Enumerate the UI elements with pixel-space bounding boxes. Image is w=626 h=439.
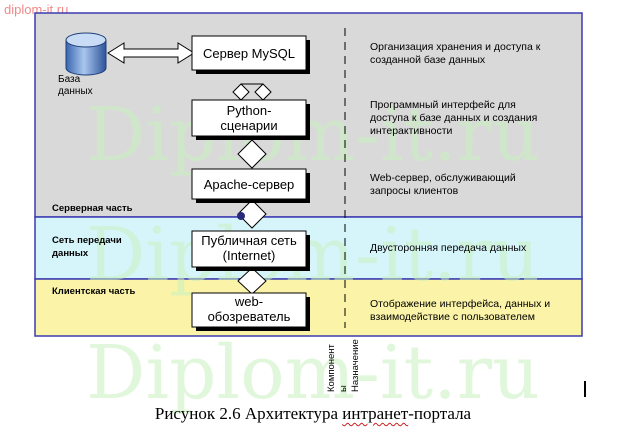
svg-text:взаимодействие с пользователем: взаимодействие с пользователем bbox=[370, 311, 535, 323]
vertical-label-components-suffix: ы bbox=[338, 385, 349, 392]
svg-text:доступа к базе данных и создан: доступа к базе данных и создания bbox=[370, 112, 537, 124]
description-network: Двусторонняя передача данных bbox=[370, 242, 527, 254]
connector-apache-internet bbox=[237, 199, 267, 229]
svg-text:созданной базе данных: созданной базе данных bbox=[370, 54, 486, 66]
caption-spellcheck-word: интранет bbox=[342, 404, 409, 423]
component-python-scripts: Python- сценарии bbox=[191, 99, 310, 140]
svg-text:Отображение интерфейса, данных: Отображение интерфейса, данных и bbox=[370, 298, 550, 310]
zone-label-client: Клиентская часть bbox=[52, 286, 135, 297]
component-label-line1: Публичная сеть bbox=[201, 233, 297, 248]
component-web-browser: web- обозреватель bbox=[191, 292, 310, 331]
database-label-line1: База bbox=[58, 74, 81, 85]
database-label-line2: данных bbox=[58, 86, 93, 97]
svg-text:запросы клиентов: запросы клиентов bbox=[370, 185, 459, 197]
watermark-big-2: Diplom-it.ru bbox=[86, 212, 540, 298]
description-python: Программный интерфейс для доступа к базе… bbox=[370, 99, 537, 137]
svg-text:Web-сервер, обслуживающий: Web-сервер, обслуживающий bbox=[370, 172, 516, 184]
caption-prefix: Рисунок 2.6 Архитектура bbox=[154, 404, 343, 423]
caption-suffix: -портала bbox=[408, 404, 472, 423]
figure-caption: Рисунок 2.6 Архитектура интранет-портала bbox=[0, 404, 626, 424]
svg-text:Программный интерфейс для: Программный интерфейс для bbox=[370, 99, 516, 111]
watermark-big-3: Diplom-it.ru bbox=[86, 330, 540, 416]
component-label-line1: Python- bbox=[227, 103, 272, 118]
connector-dot bbox=[237, 212, 245, 220]
component-label: Сервер MySQL bbox=[203, 46, 295, 61]
description-apache: Web-сервер, обслуживающий запросы клиент… bbox=[370, 172, 516, 197]
description-browser: Отображение интерфейса, данных и взаимод… bbox=[370, 298, 550, 323]
database-icon bbox=[65, 32, 107, 76]
component-label-line2: обозреватель bbox=[208, 309, 291, 324]
watermark-big-1: Diplom-it.ru bbox=[86, 92, 540, 178]
component-label-line2: (Internet) bbox=[223, 248, 276, 263]
component-label-line1: web- bbox=[234, 294, 263, 309]
component-mysql-server: Сервер MySQL bbox=[191, 35, 310, 74]
svg-text:интерактивности: интерактивности bbox=[370, 125, 453, 137]
svg-text:Двусторонняя передача данных: Двусторонняя передача данных bbox=[370, 242, 527, 254]
component-apache-server: Apache-сервер bbox=[191, 168, 310, 203]
connector-python-apache bbox=[237, 139, 267, 169]
zone-label-network-line1: Сеть передачи bbox=[52, 235, 122, 246]
component-label: Apache-сервер bbox=[204, 177, 295, 192]
description-mysql: Организация хранения и доступа к созданн… bbox=[370, 41, 541, 66]
zone-label-network-line2: данных bbox=[52, 248, 89, 259]
component-public-network: Публичная сеть (Internet) bbox=[191, 230, 310, 271]
component-label-line2: сценарии bbox=[220, 118, 277, 133]
vertical-label-purpose: Назначение bbox=[350, 339, 361, 392]
zone-label-server: Серверная часть bbox=[52, 203, 133, 214]
vertical-label-components: Компонент bbox=[326, 343, 337, 392]
svg-text:Организация хранения и доступа: Организация хранения и доступа к bbox=[370, 41, 541, 53]
